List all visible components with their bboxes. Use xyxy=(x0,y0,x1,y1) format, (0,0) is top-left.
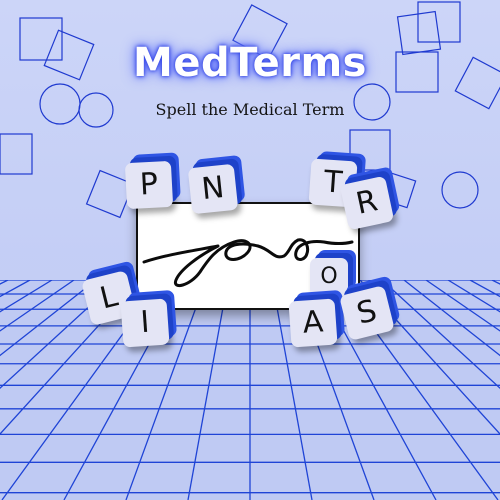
grid-floor xyxy=(0,280,500,500)
deco-square-icon xyxy=(349,129,391,171)
deco-circle-icon xyxy=(353,83,391,121)
tile-letter: N xyxy=(199,169,226,208)
deco-square-icon xyxy=(417,1,461,43)
tile-letter: T xyxy=(322,164,344,201)
deco-circle-icon xyxy=(441,171,479,209)
deco-square-icon xyxy=(43,29,95,81)
letter-tile-i[interactable]: I xyxy=(120,298,170,348)
deco-square-icon xyxy=(454,56,500,110)
deco-square-icon xyxy=(0,133,33,175)
deco-square-icon xyxy=(232,4,288,60)
letter-tile-a[interactable]: A xyxy=(288,298,338,348)
letter-tile-n[interactable]: N xyxy=(187,163,239,215)
deco-circle-icon xyxy=(78,92,114,128)
tile-letter: A xyxy=(301,304,325,341)
app-title: MedTerms xyxy=(133,40,367,86)
tile-letter: P xyxy=(139,166,159,203)
cursive-scribble-icon xyxy=(142,238,354,288)
tile-letter: S xyxy=(353,293,381,332)
letter-tile-p[interactable]: P xyxy=(124,160,174,210)
deco-square-icon xyxy=(395,51,439,93)
letter-tile-o[interactable]: O xyxy=(310,258,348,296)
deco-square-icon xyxy=(19,17,63,61)
tile-letter: O xyxy=(320,264,338,289)
letter-tile-r[interactable]: R xyxy=(339,175,395,231)
tile-letter: L xyxy=(96,278,122,317)
tile-letter: I xyxy=(139,304,151,341)
tile-letter: R xyxy=(353,183,381,222)
app-subtitle: Spell the Medical Term xyxy=(155,100,345,119)
